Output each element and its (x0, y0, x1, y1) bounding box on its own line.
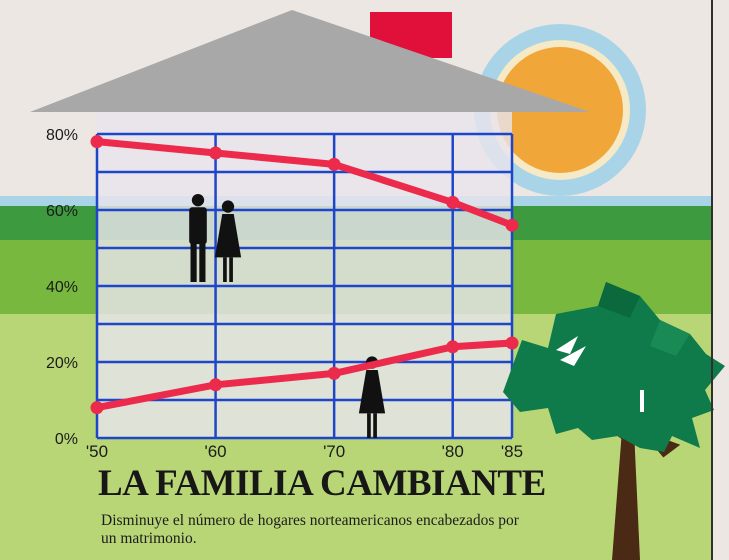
woman-figure-leg (367, 413, 371, 438)
data-point (327, 157, 341, 171)
x-tick-label: '85 (501, 442, 523, 461)
x-tick-label: '50 (86, 442, 108, 461)
data-point (505, 336, 519, 350)
woman-figure-dress (214, 213, 242, 258)
y-axis: 0% 20% 40% 60% 80% (46, 127, 78, 448)
x-tick-label: '60 (204, 442, 226, 461)
data-point (209, 146, 223, 160)
y-tick-label: 0% (55, 431, 78, 448)
data-point (446, 195, 460, 209)
chart-points (90, 135, 519, 415)
woman-figure-leg (223, 257, 227, 282)
data-point (90, 135, 104, 149)
woman-figure-leg (229, 257, 233, 282)
data-point (209, 378, 223, 392)
y-tick-label: 60% (46, 203, 78, 220)
page-divider (711, 0, 713, 560)
man-figure-head (191, 194, 205, 207)
data-point (446, 340, 460, 354)
x-axis: '50 '60 '70 '80 '85 (86, 442, 523, 461)
data-point (505, 218, 519, 232)
data-point (327, 366, 341, 380)
chart-title: LA FAMILIA CAMBIANTE (98, 463, 546, 504)
people-figures (189, 194, 386, 438)
chart-grid (95, 132, 514, 440)
y-tick-label: 40% (46, 279, 78, 296)
y-tick-label: 80% (46, 127, 78, 144)
man-figure-leg (190, 242, 197, 282)
woman-figure-head (221, 200, 235, 213)
y-tick-label: 20% (46, 355, 78, 372)
tree-illustration (503, 282, 725, 560)
data-point (90, 401, 104, 415)
woman-figure-dress (358, 369, 386, 414)
house-roof (30, 10, 590, 112)
man-figure-body (189, 207, 207, 245)
woman-figure-leg (373, 413, 377, 438)
chart-subtitle: Disminuye el número de hogares norteamer… (101, 512, 519, 547)
x-tick-label: '70 (323, 442, 345, 461)
x-tick-label: '80 (442, 442, 464, 461)
man-figure-leg (199, 242, 206, 282)
